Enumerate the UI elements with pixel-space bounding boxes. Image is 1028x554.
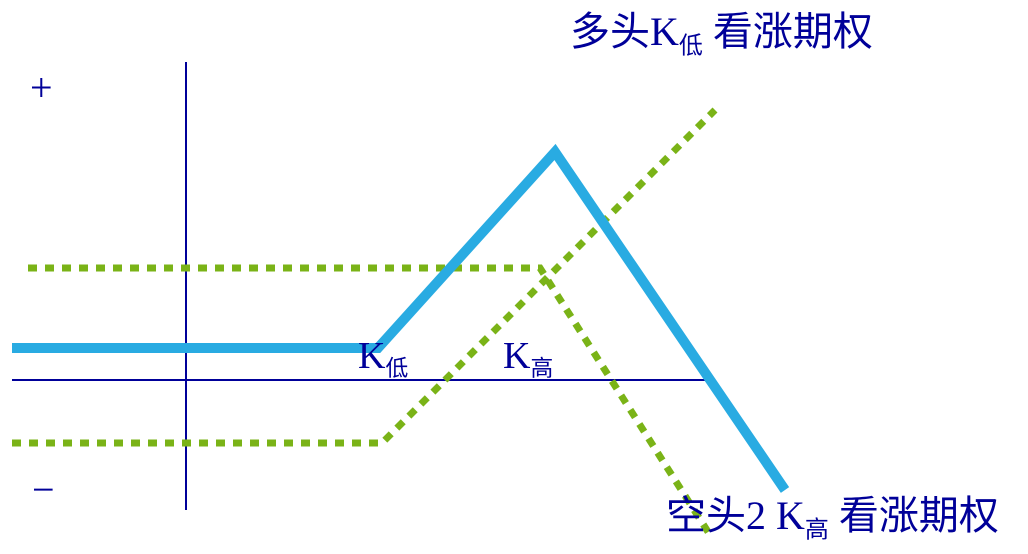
strike-low-sub: 低 — [385, 355, 409, 381]
long-call-label-prefix: 多头K — [570, 9, 679, 54]
long-call-label: 多头K低 看涨期权 — [570, 8, 873, 70]
short-call-label: 空头2 K高 看涨期权 — [666, 492, 999, 554]
strike-high-sub: 高 — [530, 355, 554, 381]
minus-sign: − — [32, 467, 55, 512]
strike-high-label: K高 — [503, 334, 553, 391]
payoff-diagram-svg — [12, 62, 790, 537]
long-call-label-suffix: 看涨期权 — [702, 9, 873, 54]
short-call-label-prefix: 空头2 K — [666, 493, 805, 538]
long-call-payoff-line — [12, 107, 718, 447]
short-call-label-suffix: 看涨期权 — [828, 493, 999, 538]
long-call-label-sub: 低 — [678, 33, 703, 60]
plus-sign: + — [30, 65, 53, 110]
short-call-label-sub: 高 — [804, 517, 829, 544]
combined-payoff-line — [12, 143, 790, 493]
strike-low-label: K低 — [358, 334, 408, 391]
short-call-payoff-line — [28, 264, 713, 537]
strike-high-main: K — [503, 335, 531, 377]
strike-low-main: K — [358, 335, 386, 377]
payoff-diagram: + − 多头K低 看涨期权 空头2 K高 看涨期权 K低 K高 — [12, 8, 999, 543]
